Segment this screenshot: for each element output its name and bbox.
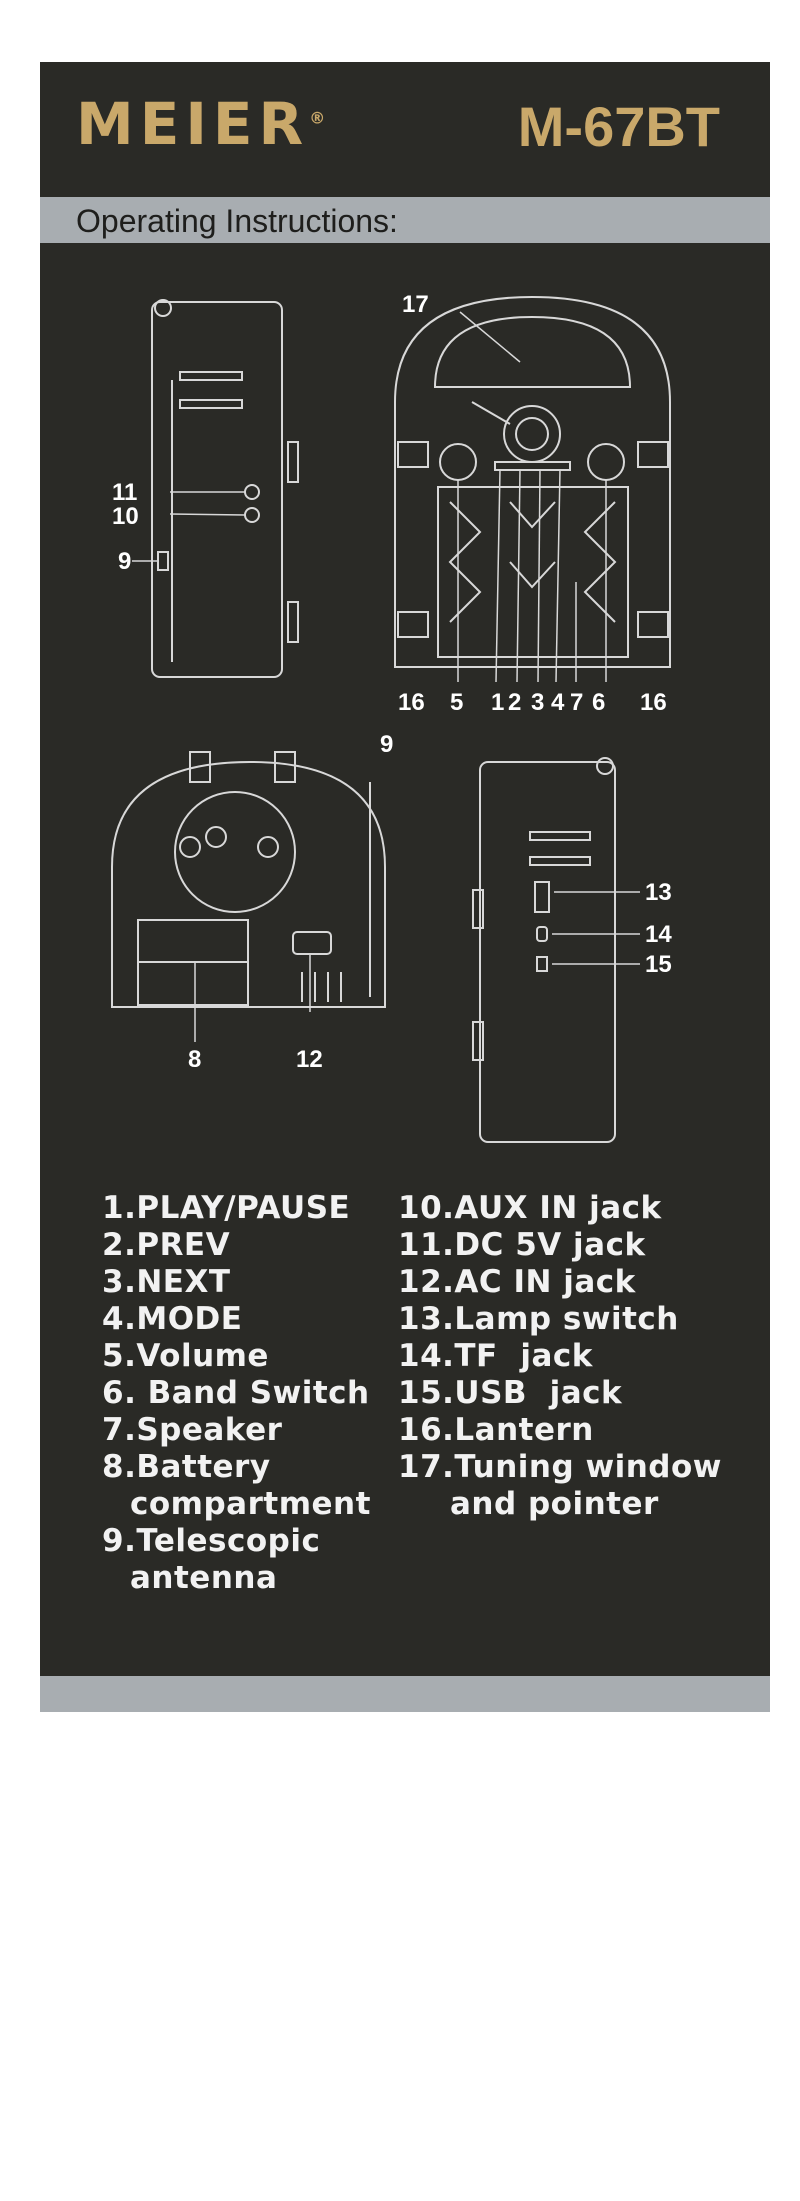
brand-logo: MEIER®: [76, 90, 326, 158]
callout-3: 3: [531, 689, 544, 716]
callout-11: 11: [112, 479, 137, 506]
callout-4: 4: [551, 689, 565, 716]
legend-item: 8.Battery: [102, 1449, 271, 1485]
legend-item-continued: compartment: [130, 1486, 371, 1522]
callout-13: 13: [645, 879, 672, 906]
callout-15: 15: [645, 951, 672, 978]
legend-item: 13.Lamp switch: [398, 1301, 679, 1337]
model-name: M-67BT: [517, 95, 720, 158]
legend-item: 2.PREV: [102, 1227, 231, 1263]
legend-item-continued: and pointer: [450, 1486, 659, 1522]
section-title-band: Operating Instructions:: [40, 197, 770, 243]
callout-17: 17: [402, 291, 429, 318]
callout-14: 14: [645, 921, 672, 948]
legend-item: 11.DC 5V jack: [398, 1227, 646, 1263]
legend-item: 10.AUX IN jack: [398, 1190, 662, 1226]
rear-view: [111, 751, 386, 1008]
legend-item: 12.AC IN jack: [398, 1264, 636, 1300]
callout-12: 12: [296, 1046, 323, 1073]
section-title: Operating Instructions:: [76, 203, 398, 239]
callout-9-side: 9: [118, 548, 131, 575]
legend-item: 6. Band Switch: [102, 1375, 370, 1411]
callout-9-rear: 9: [380, 731, 393, 758]
legend-item: 17.Tuning window: [398, 1449, 722, 1485]
legend-item: 4.MODE: [102, 1301, 243, 1337]
front-view: [394, 295, 671, 668]
callout-2: 2: [508, 689, 521, 716]
header: MEIER® M-67BT: [40, 62, 770, 197]
legend-item: 3.NEXT: [102, 1264, 231, 1300]
callout-10: 10: [112, 503, 139, 530]
legend-item: 7.Speaker: [102, 1412, 283, 1448]
legend-item: 16.Lantern: [398, 1412, 594, 1448]
callout-7: 7: [570, 689, 583, 716]
legend-item: 15.USB jack: [398, 1375, 623, 1411]
device-diagram: 11 10 9 17 16 5 1 2 3 4 7 6 16 9 13 14 1…: [111, 291, 672, 1143]
legend-right: 10.AUX IN jack 11.DC 5V jack 12.AC IN ja…: [398, 1190, 722, 1523]
callout-6: 6: [592, 689, 605, 716]
callout-16-left: 16: [398, 689, 425, 716]
legend-item: 1.PLAY/PAUSE: [102, 1190, 351, 1226]
legend-item-continued: antenna: [130, 1560, 278, 1596]
callout-16-right: 16: [640, 689, 667, 716]
legend-item: 14.TF jack: [398, 1338, 593, 1374]
instruction-panel: MEIER® M-67BT Operating Instructions:: [40, 62, 770, 1712]
legend-item: 5.Volume: [102, 1338, 269, 1374]
legend-left: 1.PLAY/PAUSE 2.PREV 3.NEXT 4.MODE 5.Volu…: [102, 1190, 371, 1597]
callout-8: 8: [188, 1046, 201, 1073]
callout-1: 1: [491, 689, 504, 716]
side-view-right: [472, 757, 616, 1143]
legend-item: 9.Telescopic: [102, 1523, 321, 1559]
side-view-left: [151, 299, 299, 678]
callout-5: 5: [450, 689, 463, 716]
footer-band: [40, 1676, 770, 1712]
